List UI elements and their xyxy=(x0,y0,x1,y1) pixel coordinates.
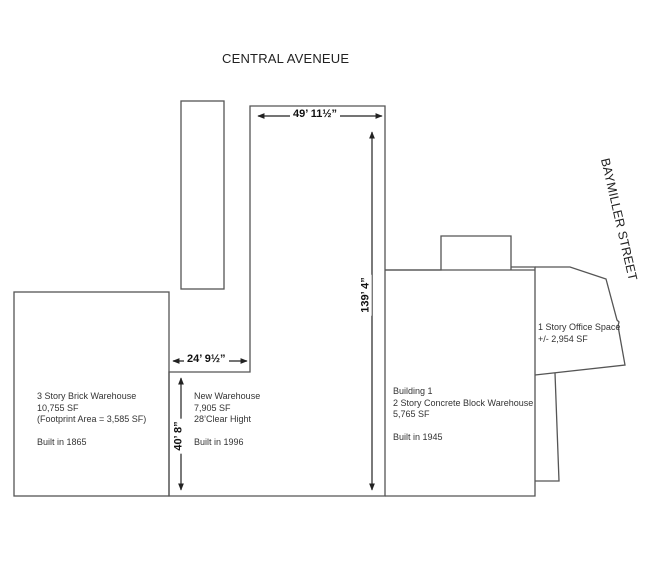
new-warehouse-clear-height: 28’Clear Hight xyxy=(194,414,252,425)
dim-short-depth: 40’ 8” xyxy=(172,418,185,454)
brick-warehouse-area: 10,755 SF xyxy=(37,402,79,413)
building-1-name: Building 1 xyxy=(393,386,433,396)
office-space-area: +/- 2,954 SF xyxy=(538,333,588,344)
brick-warehouse-built: Built in 1865 xyxy=(37,437,87,448)
side-strip-outline xyxy=(535,372,560,482)
building-1-type: 2 Story Concrete Block Warehouse xyxy=(393,397,534,408)
brick-warehouse-name: 3 Story Brick Warehouse xyxy=(37,391,137,401)
building-1-built: Built in 1945 xyxy=(393,432,443,443)
office-space-name: 1 Story Office Space xyxy=(538,322,621,332)
building-1-area: 5,765 SF xyxy=(393,409,430,420)
brick-warehouse-label: 3 Story Brick Warehouse 10,755 SF (Footp… xyxy=(37,391,146,449)
building-1-outline xyxy=(385,235,536,497)
new-warehouse-name: New Warehouse xyxy=(194,391,261,401)
office-space-label: 1 Story Office Space +/- 2,954 SF xyxy=(538,322,620,345)
dim-long-depth: 139’ 4” xyxy=(359,274,372,316)
new-warehouse-label: New Warehouse 7,905 SF 28’Clear Hight Bu… xyxy=(194,391,260,449)
dim-lower-width: 24’ 9½” xyxy=(184,353,229,365)
brick-warehouse-footprint: (Footprint Area = 3,585 SF) xyxy=(37,414,147,425)
street-central-avenue: CENTRAL AVENEUE xyxy=(222,51,350,66)
building-1-label: Building 1 2 Story Concrete Block Wareho… xyxy=(393,386,533,444)
office-space-outline xyxy=(534,266,626,376)
new-warehouse-area: 7,905 SF xyxy=(194,402,231,413)
new-warehouse-built: Built in 1996 xyxy=(194,437,244,448)
narrow-structure-outline xyxy=(180,100,225,290)
brick-warehouse-outline xyxy=(13,291,170,497)
dim-top-width: 49’ 11½” xyxy=(290,108,341,120)
